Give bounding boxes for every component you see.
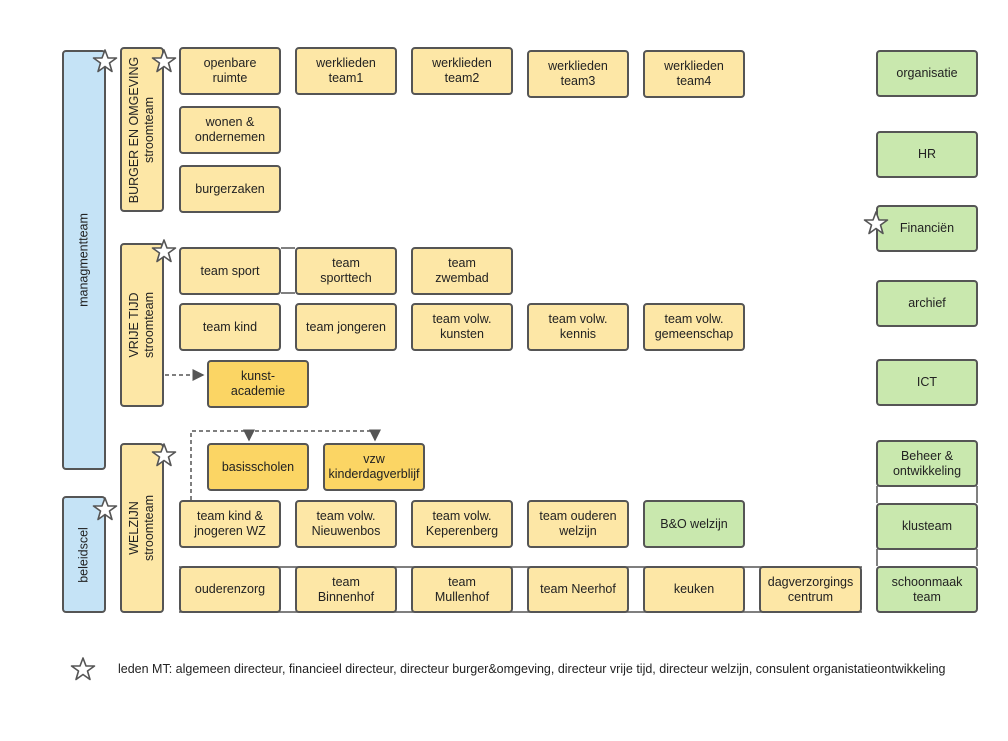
star-icon: [863, 211, 889, 235]
team-kind: team kind: [179, 303, 281, 351]
team-wonen-ondernemen: wonen & ondernemen: [179, 106, 281, 154]
team-volw-keperenberg: team volw. Keperenberg: [411, 500, 513, 548]
support-klusteam: klusteam: [876, 503, 978, 550]
team-werklieden-2: werklieden team2: [411, 47, 513, 95]
stream-vrijetijd-label: VRIJE TIJD stroomteam: [127, 292, 156, 358]
team-binnenhof: team Binnenhof: [295, 566, 397, 613]
support-financien: Financiën: [876, 205, 978, 252]
team-openbare-ruimte: openbare ruimte: [179, 47, 281, 95]
support-archief: archief: [876, 280, 978, 327]
policy-cell-label: beleidscel: [76, 526, 91, 583]
bo-welzijn: B&O welzijn: [643, 500, 745, 548]
stream-welzijn: WELZIJN stroomteam: [120, 443, 164, 613]
stream-burger-label: BURGER EN OMGEVING stroomteam: [127, 56, 156, 203]
stream-burger-omgeving: BURGER EN OMGEVING stroomteam: [120, 47, 164, 212]
team-volw-kunsten: team volw. kunsten: [411, 303, 513, 351]
team-mullenhof: team Mullenhof: [411, 566, 513, 613]
team-volw-kennis: team volw. kennis: [527, 303, 629, 351]
team-jongeren: team jongeren: [295, 303, 397, 351]
support-organisatie: organisatie: [876, 50, 978, 97]
team-sport: team sport: [179, 247, 281, 295]
team-volw-nieuwenbos: team volw. Nieuwenbos: [295, 500, 397, 548]
team-werklieden-1: werklieden team1: [295, 47, 397, 95]
management-team-label: managmentteam: [76, 213, 91, 307]
stream-welzijn-label: WELZIJN stroomteam: [127, 495, 156, 561]
basisscholen: basisscholen: [207, 443, 309, 491]
support-schoonmaakteam: schoonmaak team: [876, 566, 978, 613]
team-volw-gemeenschap: team volw. gemeenschap: [643, 303, 745, 351]
team-keuken: keuken: [643, 566, 745, 613]
star-icon: [92, 49, 118, 73]
management-team-bar: managmentteam: [62, 50, 106, 470]
support-ict: ICT: [876, 359, 978, 406]
kunstacademie: kunst- academie: [207, 360, 309, 408]
team-zwembad: team zwembad: [411, 247, 513, 295]
team-kind-jongeren-wz: team kind & jnogeren WZ: [179, 500, 281, 548]
team-sporttech: team sporttech: [295, 247, 397, 295]
team-neerhof: team Neerhof: [527, 566, 629, 613]
support-hr: HR: [876, 131, 978, 178]
team-burgerzaken: burgerzaken: [179, 165, 281, 213]
legend-star-icon: [70, 657, 96, 681]
vzw-kinderdagverblijf: vzw kinderdagverblijf: [323, 443, 425, 491]
team-dagverzorgingscentrum: dagverzorgings centrum: [759, 566, 862, 613]
team-werklieden-3: werklieden team3: [527, 50, 629, 98]
team-werklieden-4: werklieden team4: [643, 50, 745, 98]
star-icon: [151, 49, 177, 73]
star-icon: [151, 239, 177, 263]
team-ouderen-welzijn: team ouderen welzijn: [527, 500, 629, 548]
legend-text: leden MT: algemeen directeur, financieel…: [118, 662, 946, 676]
star-icon: [151, 443, 177, 467]
stream-vrije-tijd: VRIJE TIJD stroomteam: [120, 243, 164, 407]
support-beheer-ontwikkeling: Beheer & ontwikkeling: [876, 440, 978, 487]
star-icon: [92, 497, 118, 521]
team-ouderenzorg: ouderenzorg: [179, 566, 281, 613]
